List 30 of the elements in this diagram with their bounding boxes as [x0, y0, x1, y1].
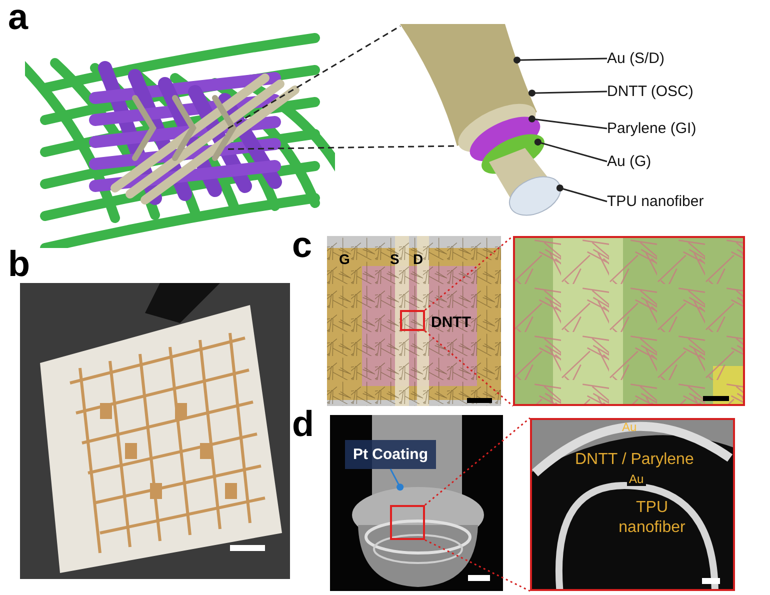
layer-label: DNTT	[431, 314, 471, 331]
highlight-frame	[390, 505, 425, 540]
panel-letter: c	[292, 224, 312, 266]
electrode-label: S	[390, 251, 400, 267]
layer-label: TPU nanofiber	[607, 193, 704, 210]
layer-label: Parylene (GI)	[607, 120, 696, 137]
callout-label: Pt Coating	[345, 440, 436, 469]
layer-label: Au (G)	[607, 153, 652, 170]
zoom-line	[228, 25, 401, 130]
panel-letter: b	[8, 243, 30, 285]
layer-label: Au	[622, 420, 637, 434]
leader-line	[390, 468, 404, 491]
leader-line	[528, 90, 608, 97]
leader-line	[528, 115, 608, 130]
leader-line	[556, 184, 608, 202]
layer-label: TPU nanofiber	[618, 498, 686, 538]
zoom-line	[424, 235, 514, 311]
layer-label: Au (S/D)	[607, 50, 665, 67]
layer-label: DNTT / Parylene	[575, 451, 694, 469]
layer-label: Au	[627, 472, 646, 486]
layer-label: DNTT (OSC)	[607, 83, 694, 100]
electrode-label: D	[413, 251, 424, 267]
electrode-label: G	[339, 251, 350, 267]
highlight-frame	[400, 310, 425, 331]
panel-letter: d	[292, 403, 314, 445]
zoom-line	[424, 417, 530, 506]
zoom-line	[424, 330, 514, 407]
leader-line	[514, 56, 608, 64]
panel-letter: a	[8, 0, 28, 38]
leader-line	[534, 138, 608, 162]
